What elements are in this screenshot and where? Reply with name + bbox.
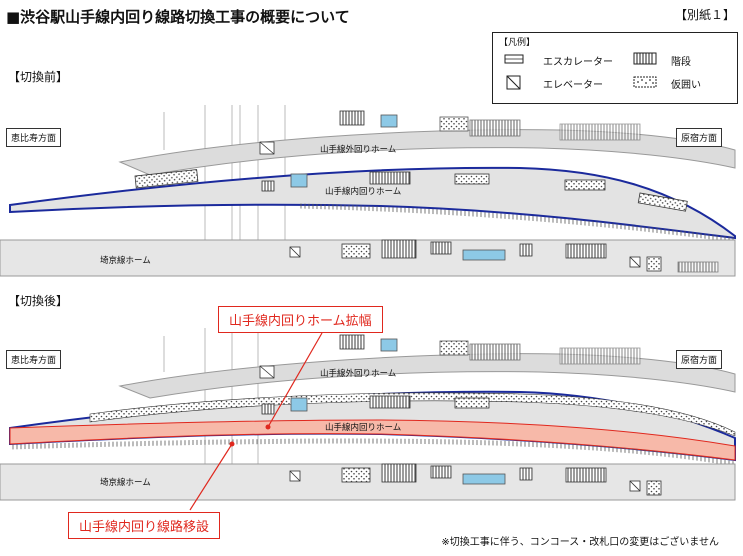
after-direction-right: 原宿方面 [676, 350, 723, 369]
legend-icons [504, 52, 657, 90]
callout-track-relocate: 山手線内回り線路移設 [68, 512, 221, 539]
after-heading: 【切換後】 [8, 294, 69, 308]
after-platform-outer-label: 山手線外回りホーム [320, 369, 397, 379]
before-direction-right: 原宿方面 [676, 128, 723, 147]
before-platform-inner-label: 山手線内回りホーム [325, 187, 402, 197]
legend-label-stairs: 階段 [671, 57, 691, 68]
after-platform-inner-label: 山手線内回りホーム [325, 423, 402, 433]
legend-label-enclosure: 仮囲い [671, 80, 701, 91]
callout-widen-leader [267, 332, 323, 428]
before-platform-outer-label: 山手線外回りホーム [320, 145, 397, 155]
callout-relocate-leader [189, 443, 233, 511]
before-direction-left: 恵比寿方面 [6, 128, 62, 147]
after-platform-saikyo-label: 埼京線ホーム [100, 478, 151, 488]
before-diagram [0, 105, 736, 277]
page-title: ■渋谷駅山手線内回り線路切換工事の概要について [6, 8, 350, 26]
callout-platform-widen: 山手線内回りホーム拡幅 [218, 306, 383, 333]
elevator-icon [506, 75, 521, 90]
legend-label-escalator: エスカレーター [543, 57, 613, 68]
after-direction-left: 恵比寿方面 [6, 350, 62, 369]
temporary-enclosure-icon [633, 76, 657, 88]
before-platform-saikyo-label: 埼京線ホーム [100, 256, 151, 266]
legend-label-elevator: エレベーター [543, 80, 603, 91]
document-label: 【別紙１】 [674, 8, 735, 22]
legend-title: 【凡例】 [499, 38, 536, 48]
escalator-icon [504, 54, 524, 64]
legend: 【凡例】 エスカレーター 階段 エレベーター 仮囲い [492, 32, 738, 104]
footnote: ※切換工事に伴う、コンコース・改札口の変更はございません [441, 537, 719, 548]
before-heading: 【切換前】 [8, 70, 69, 84]
after-diagram [0, 328, 736, 511]
stairs-icon [633, 52, 657, 65]
